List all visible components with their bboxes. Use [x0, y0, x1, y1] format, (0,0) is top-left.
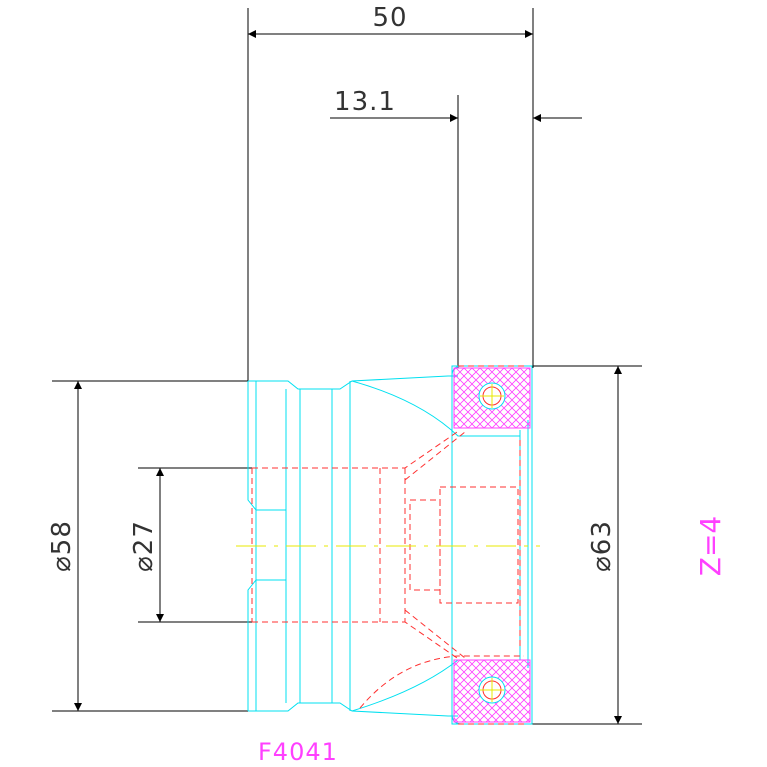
dimension-text-flange: 13.1 [334, 87, 396, 117]
dimension-text-bore: ⌀58 [47, 520, 77, 572]
dimension-text-length: 50 [372, 3, 407, 33]
part-number-label: F4041 [258, 738, 338, 766]
dimension-text-outer: ⌀63 [587, 520, 617, 572]
section-hatching [453, 367, 531, 723]
dimension-text-inner: ⌀27 [129, 520, 159, 572]
dimension-lines [52, 8, 642, 725]
teeth-count-note: Z=4 [694, 516, 727, 576]
hidden-lines [251, 365, 528, 725]
